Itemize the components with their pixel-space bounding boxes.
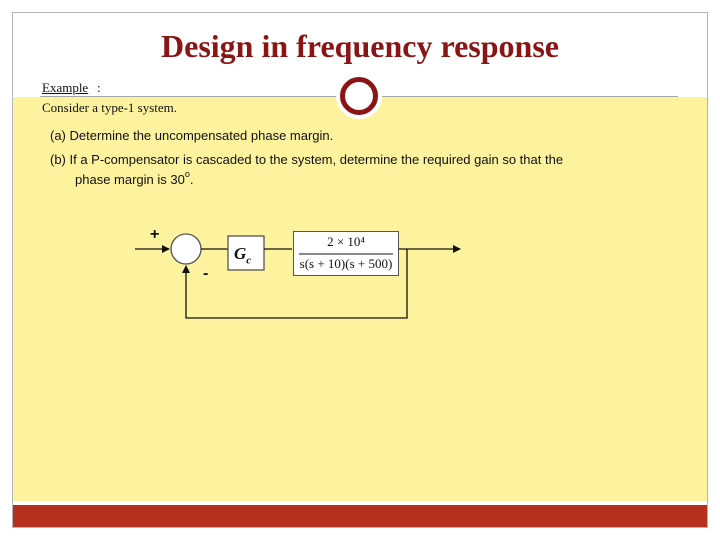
question-b-line1: (b) If a P-compensator is cascaded to th… xyxy=(50,152,564,167)
question-b-line2-suffix: . xyxy=(189,172,194,187)
plant-denominator: s(s + 10)(s + 500) xyxy=(299,256,393,271)
divider-left xyxy=(40,96,338,97)
slide-title: Design in frequency response xyxy=(161,28,559,64)
question-b-line2-prefix: phase margin is 30 xyxy=(75,172,185,187)
plant-numerator: 2 × 10⁴ xyxy=(327,234,365,249)
intro-text: Consider a type-1 system. xyxy=(42,100,178,115)
minus-sign: - xyxy=(203,265,209,282)
question-b-line2: phase margin is 30o. xyxy=(75,169,194,187)
gc-block xyxy=(227,235,265,271)
content-background xyxy=(13,97,707,501)
compensator-label: Gc xyxy=(234,244,252,267)
footer-bar xyxy=(13,505,707,527)
example-colon: : xyxy=(97,80,101,95)
divider-right xyxy=(380,96,678,97)
plus-sign: + xyxy=(150,226,160,243)
question-a: (a) Determine the uncompensated phase ma… xyxy=(50,128,334,143)
example-label: Example xyxy=(42,80,89,95)
feedback-path xyxy=(182,249,408,319)
divider-ring-icon xyxy=(340,77,378,115)
degree-symbol: o xyxy=(184,169,190,179)
